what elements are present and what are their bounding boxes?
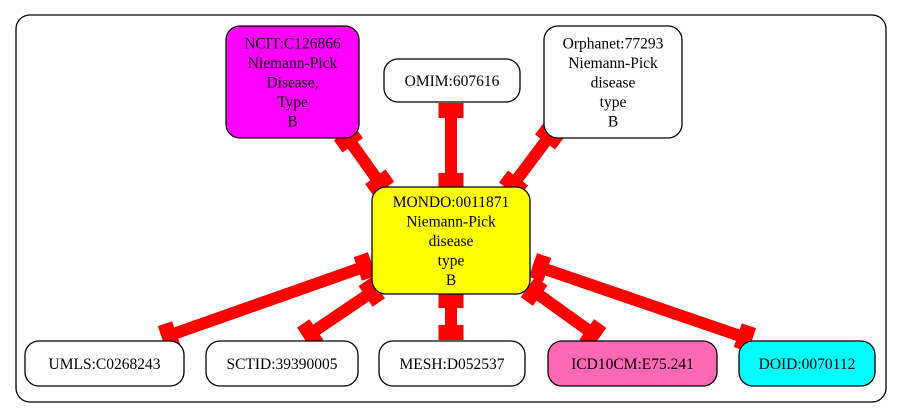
node-sctid[interactable]: SCTID:39390005 bbox=[205, 340, 359, 387]
node-label-line: disease bbox=[429, 233, 474, 250]
node-label-line: Niemann-Pick bbox=[406, 214, 496, 231]
node-label-line: ICD10CM:E75.241 bbox=[571, 356, 694, 373]
node-box[interactable] bbox=[738, 340, 876, 387]
node-label-line: MESH:D052537 bbox=[399, 356, 504, 373]
node-label-line: UMLS:C0268243 bbox=[49, 356, 161, 373]
edge-bar bbox=[445, 103, 457, 188]
node-box[interactable] bbox=[543, 25, 683, 139]
node-label-line: Disease, bbox=[266, 75, 318, 92]
edge-end-cap bbox=[353, 252, 377, 281]
node-box[interactable] bbox=[371, 186, 531, 295]
node-label-line: MONDO:0011871 bbox=[393, 194, 510, 211]
edge-bar bbox=[504, 126, 559, 194]
edge-end-cap bbox=[438, 103, 464, 118]
node-box[interactable] bbox=[547, 340, 718, 387]
edge-end-cap bbox=[520, 276, 548, 306]
edge-end-cap bbox=[438, 325, 464, 340]
edge-omim bbox=[438, 103, 464, 188]
node-box[interactable] bbox=[383, 58, 521, 103]
edge-end-cap bbox=[358, 277, 385, 307]
node-label-line: NCIT:C126866 bbox=[244, 36, 341, 53]
node-label-line: DOID:0070112 bbox=[759, 356, 856, 373]
nodes-layer: MONDO:0011871Niemann-PickdiseasetypeBNCI… bbox=[24, 25, 876, 387]
edge-bar bbox=[160, 258, 374, 344]
node-label-line: Orphanet:77293 bbox=[563, 36, 664, 53]
edge-end-cap bbox=[438, 293, 464, 308]
edge-mesh bbox=[438, 293, 464, 340]
node-label-line: type bbox=[600, 94, 627, 111]
node-doid[interactable]: DOID:0070112 bbox=[738, 340, 876, 387]
node-box[interactable] bbox=[205, 340, 359, 387]
node-label-line: type bbox=[438, 253, 465, 270]
edge-bar bbox=[300, 283, 382, 343]
node-label-line: B bbox=[446, 272, 456, 289]
node-label-line: B bbox=[287, 114, 297, 131]
node-label-line: Type bbox=[277, 94, 308, 111]
edge-doid bbox=[528, 253, 757, 352]
node-umls[interactable]: UMLS:C0268243 bbox=[24, 340, 185, 387]
node-mesh[interactable]: MESH:D052537 bbox=[378, 340, 526, 387]
edge-end-cap bbox=[733, 323, 757, 352]
edge-end-cap bbox=[528, 253, 552, 282]
node-label-line: SCTID:39390005 bbox=[226, 356, 337, 373]
node-label-line: Niemann-Pick bbox=[568, 55, 658, 72]
edge-end-cap bbox=[438, 173, 464, 188]
node-omim[interactable]: OMIM:607616 bbox=[383, 58, 521, 103]
edge-bar bbox=[531, 259, 754, 346]
node-icd10cm[interactable]: ICD10CM:E75.241 bbox=[547, 340, 718, 387]
edge-end-cap bbox=[534, 122, 564, 150]
node-label-line: disease bbox=[591, 75, 636, 92]
edge-end-cap bbox=[365, 169, 395, 197]
node-label-line: B bbox=[608, 114, 618, 131]
node-label-line: Niemann-Pick bbox=[248, 55, 338, 72]
node-box[interactable] bbox=[24, 340, 185, 387]
node-box[interactable] bbox=[225, 25, 360, 139]
edges-layer bbox=[157, 103, 757, 352]
node-box[interactable] bbox=[378, 340, 526, 387]
edge-bar bbox=[524, 282, 603, 343]
node-label-line: OMIM:607616 bbox=[405, 73, 500, 90]
